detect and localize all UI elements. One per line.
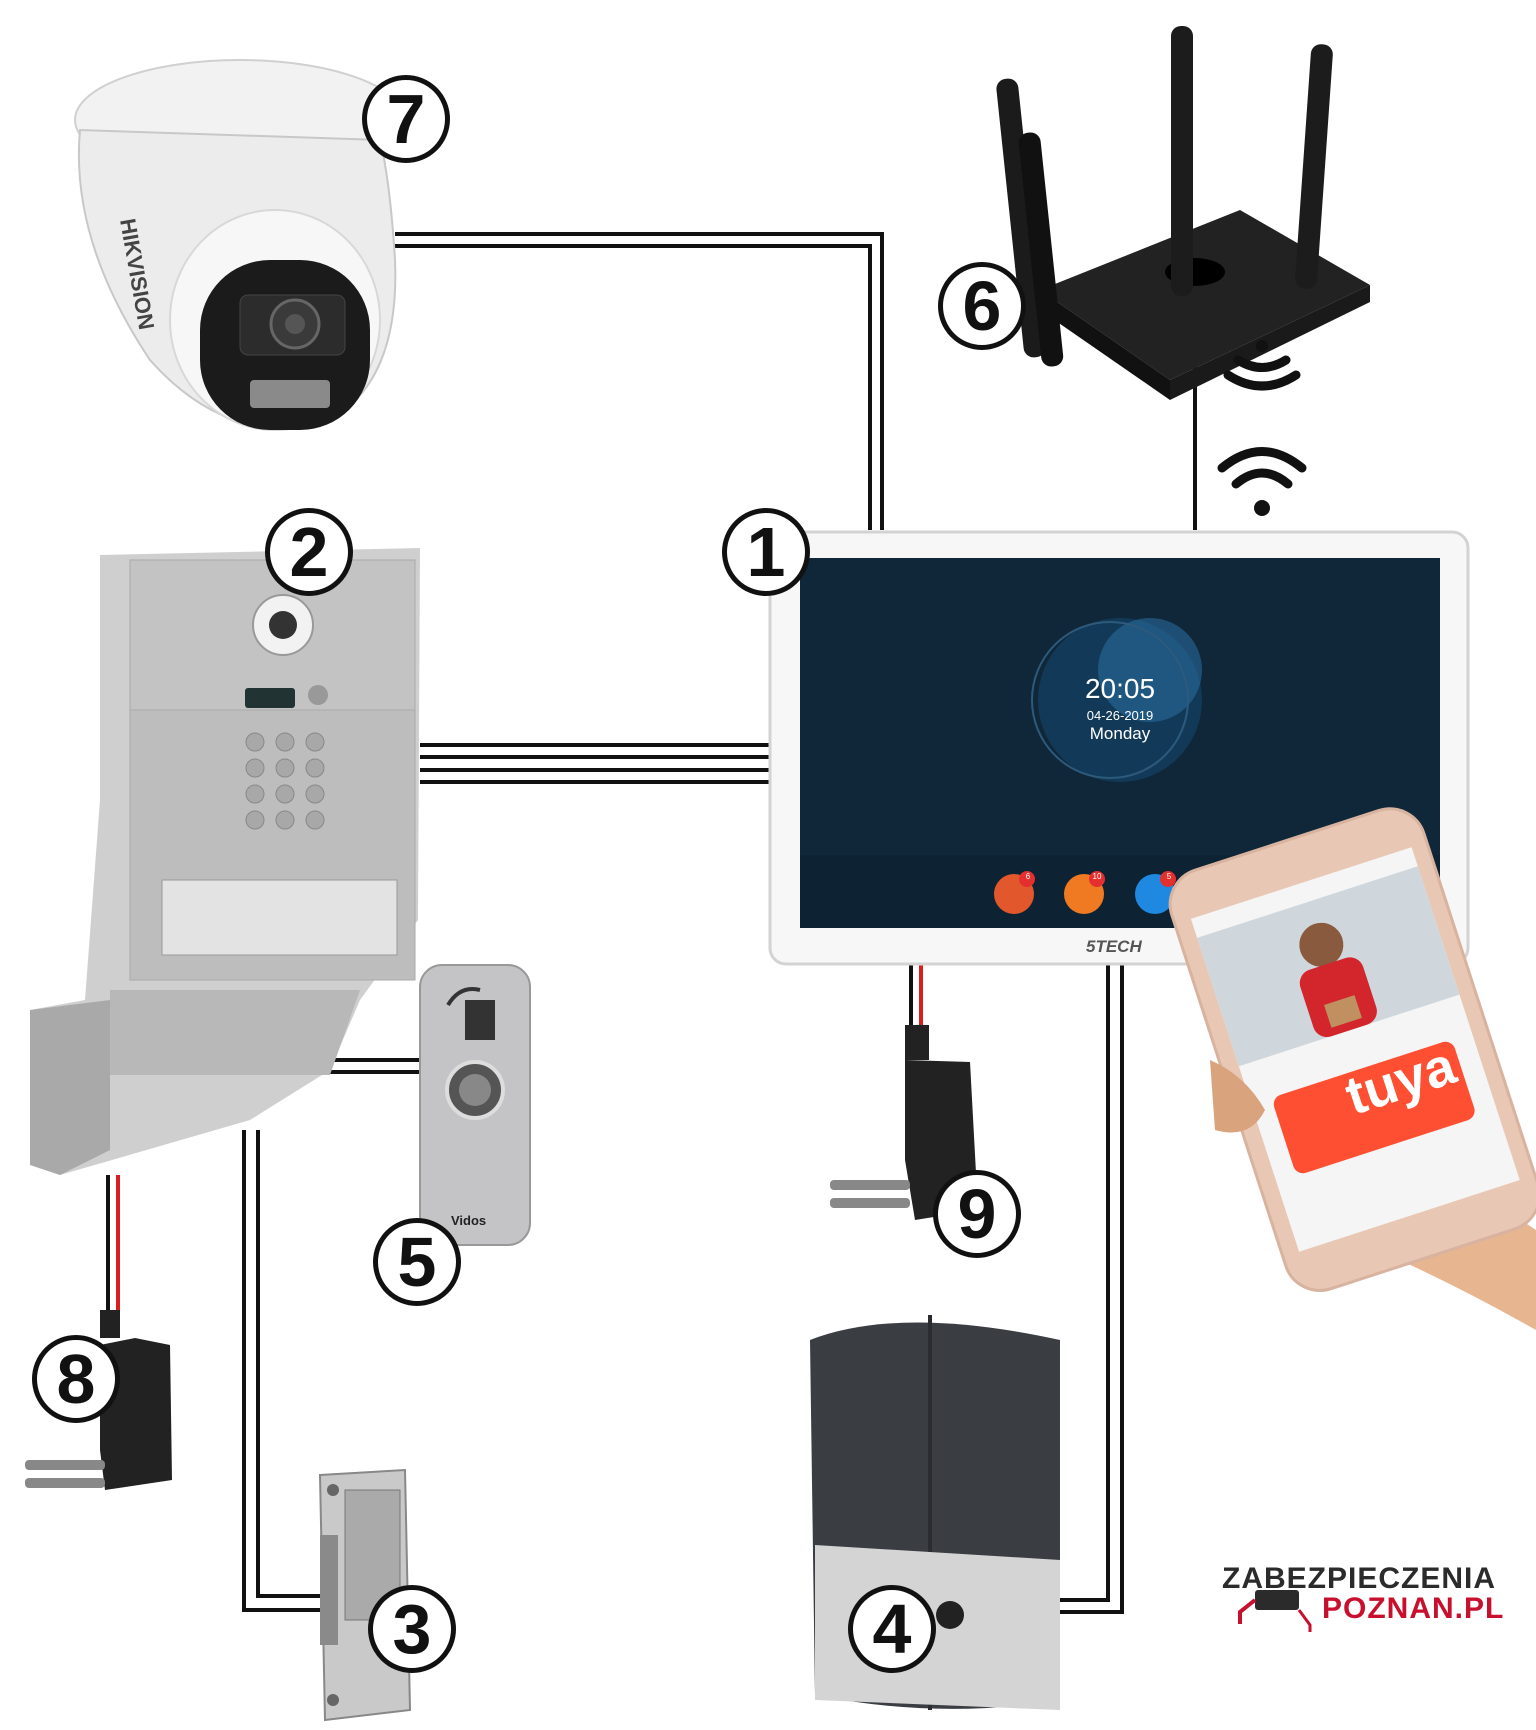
badge-electric-strike: 3	[368, 1585, 456, 1673]
call-log-count: 6	[1025, 872, 1031, 881]
dome-camera: HIKVISION	[74, 59, 406, 431]
exit-button	[419, 964, 531, 1246]
router	[996, 26, 1370, 400]
wire-monitor-gate-b	[1060, 965, 1124, 1614]
message-count: 10	[1092, 872, 1102, 881]
badge-monitor: 1	[722, 508, 810, 596]
monitor-weekday: Monday	[1089, 724, 1151, 743]
badge-exit-button: 5	[373, 1218, 461, 1306]
wifi-signal-down-icon	[1223, 340, 1301, 391]
monitor-brand: 5TECH	[1086, 937, 1142, 956]
badge-camera: 7	[362, 75, 450, 163]
badge-router: 6	[938, 262, 1026, 350]
smartphone	[1168, 807, 1536, 1330]
badge-gate-motor: 4	[848, 1585, 936, 1673]
badge-power-supply-9: 9	[933, 1170, 1021, 1258]
motion-count: 5	[1166, 872, 1172, 881]
wire-panel-strike-a	[242, 1130, 320, 1612]
wifi-icon	[1217, 447, 1307, 516]
monitor-clock: 20:05	[1084, 673, 1156, 704]
logo-line-2: POZNAN.PL	[1322, 1592, 1505, 1625]
badge-power-supply-8: 8	[32, 1335, 120, 1423]
wire-camera-monitor-a	[395, 232, 884, 530]
gate-motor	[810, 1315, 1060, 1710]
power-wires	[116, 965, 923, 1310]
monitor-date: 04-26-2019	[1086, 708, 1154, 723]
company-logo: ZABEZPIECZENIA POZNAN.PL	[1222, 1562, 1505, 1626]
wire-panel-strike-b	[256, 1130, 320, 1598]
wires	[106, 232, 1197, 1614]
logo-camera-icon	[1238, 1590, 1312, 1632]
wire-monitor-gate-a	[1060, 965, 1110, 1602]
tuya-app-banner[interactable]	[1271, 1039, 1477, 1176]
badge-door-station: 2	[265, 508, 353, 596]
wire-camera-monitor-b	[395, 244, 872, 530]
logo-line-1: ZABEZPIECZENIA	[1222, 1562, 1497, 1595]
exit-button-brand: Vidos	[451, 1213, 487, 1228]
door-station-panel	[30, 548, 420, 1175]
